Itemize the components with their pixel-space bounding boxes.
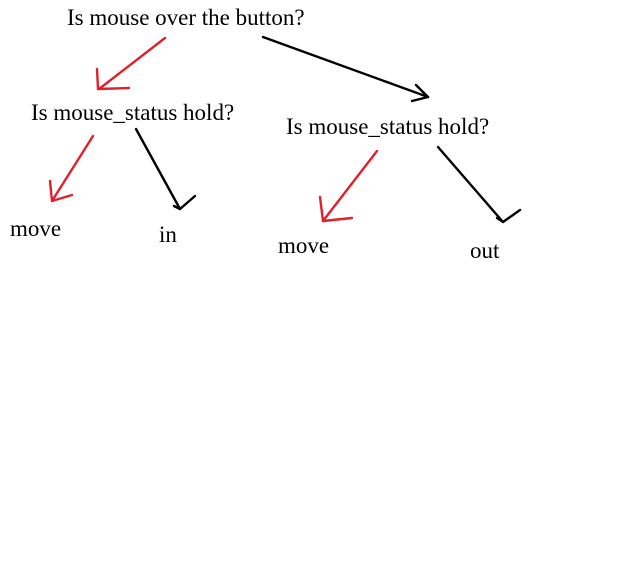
left-question: Is mouse_status hold?: [31, 100, 234, 125]
right-to-no-arrow: [436, 145, 522, 224]
root-question: Is mouse over the button?: [67, 5, 305, 30]
right-yes-outcome: move: [278, 233, 329, 258]
right-question: Is mouse_status hold?: [286, 114, 489, 139]
left-no-outcome: in: [159, 222, 177, 247]
left-to-no-arrow: [134, 127, 197, 211]
left-yes-outcome: move: [10, 216, 61, 241]
root-to-right-arrow: [261, 35, 430, 103]
right-to-yes-arrow: [318, 149, 379, 223]
root-to-left-arrow: [95, 36, 167, 91]
left-to-yes-arrow: [48, 134, 95, 203]
right-no-outcome: out: [470, 238, 500, 263]
